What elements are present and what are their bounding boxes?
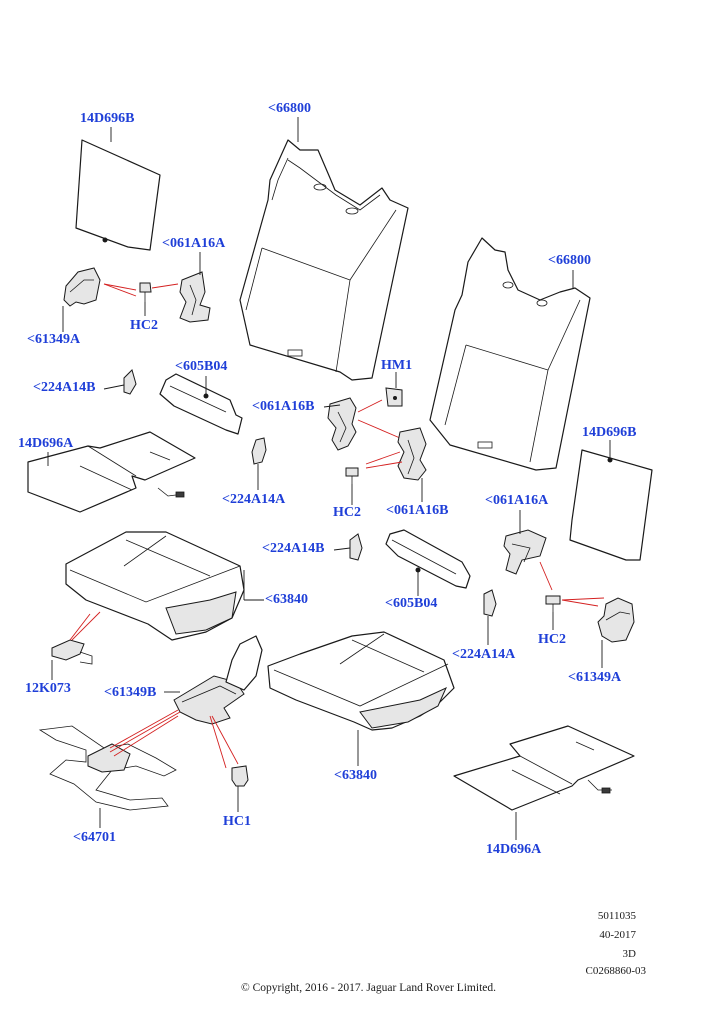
callout-latch-bracket-right: <061A16A [485,493,549,508]
seat-cushion-panel-left [27,431,196,513]
callout-seat-cushion-left: <63840 [265,592,308,607]
callout-clip-224a14b-right: <224A14B [262,541,325,556]
hinge-cover-left [63,267,137,307]
seat-back-panel-right [569,449,653,561]
trim-cover-605b04-lower [385,529,471,589]
callout-trim-cover-lower: <605B04 [385,596,438,611]
callout-clip-hc2-center: HC2 [333,505,361,520]
callout-trim-cover-upper: <605B04 [175,359,228,374]
clip-hc1 [209,715,249,787]
callout-latch-bracket-lower-center: <061A16B [386,503,449,518]
hinge-cover-right [597,597,635,643]
callout-hinge-cover-right: <61349A [568,670,622,685]
callout-hinge-cover-left: <61349A [27,332,81,347]
callout-seat-cushion-panel-right: 14D696A [486,842,542,857]
leader-lines [47,117,611,840]
seat-frame-bracket-61349b [173,635,263,725]
callout-wiring-connector: 12K073 [25,681,71,696]
callout-clip-hc2-right: HC2 [538,632,566,647]
clip-hc2-right [545,595,605,612]
latch-bracket-lower-center [365,427,427,481]
wiring-connector-12k073 [51,611,101,665]
seat-backrest-right [429,237,591,471]
callout-clip-hc2-upper: HC2 [130,318,158,333]
seat-frame-64701 [38,709,181,811]
latch-bracket-center [327,397,401,451]
seat-backrest-center [239,139,409,381]
seat-cushion-panel-right [453,725,635,811]
clip-224a14a-center [251,437,267,465]
callout-hinge-hm1: HM1 [381,358,413,373]
clip-224a14b-left [123,369,137,395]
hinge-hm1 [385,387,403,407]
callout-seat-back-panel-left: 14D696B [80,111,135,126]
callout-latch-bracket-upper-left: <061A16A [162,236,226,251]
latch-bracket-upper-left [179,271,211,323]
callout-seat-cushion-right: <63840 [334,768,377,783]
drawing-reference: C0268860-03 [585,965,647,977]
clip-224a14a-right [483,589,497,617]
clip-hc2-center [345,467,359,484]
callout-clip-hc1: HC1 [223,814,251,829]
seat-cushion-left [65,531,245,641]
clip-hc2-upper [139,282,179,302]
latch-bracket-right [503,529,553,591]
callout-seat-frame: <64701 [73,830,116,845]
callout-clip-224a14a-right: <224A14A [452,647,516,662]
callout-seat-frame-bracket: <61349B [104,685,157,700]
drawing-number: 5011035 [597,910,636,922]
drawing-date: 40-2017 [599,929,636,941]
drawing-view: 3D [622,948,636,960]
clip-224a14b-right [349,533,363,561]
seat-cushion-right [267,631,455,731]
callout-clip-224a14b-left: <224A14B [33,380,96,395]
callout-latch-bracket-center: <061A16B [252,399,315,414]
trim-cover-605b04-upper [159,373,243,435]
callout-seat-backrest-right: <66800 [548,253,591,268]
callout-clip-224a14a-center: <224A14A [222,492,286,507]
copyright-notice: © Copyright, 2016 - 2017. Jaguar Land Ro… [241,982,496,994]
callout-seat-backrest-center: <66800 [268,101,311,116]
callout-seat-cushion-panel-left: 14D696A [18,436,74,451]
seat-back-panel-left [75,139,161,251]
callout-seat-back-panel-right: 14D696B [582,425,637,440]
